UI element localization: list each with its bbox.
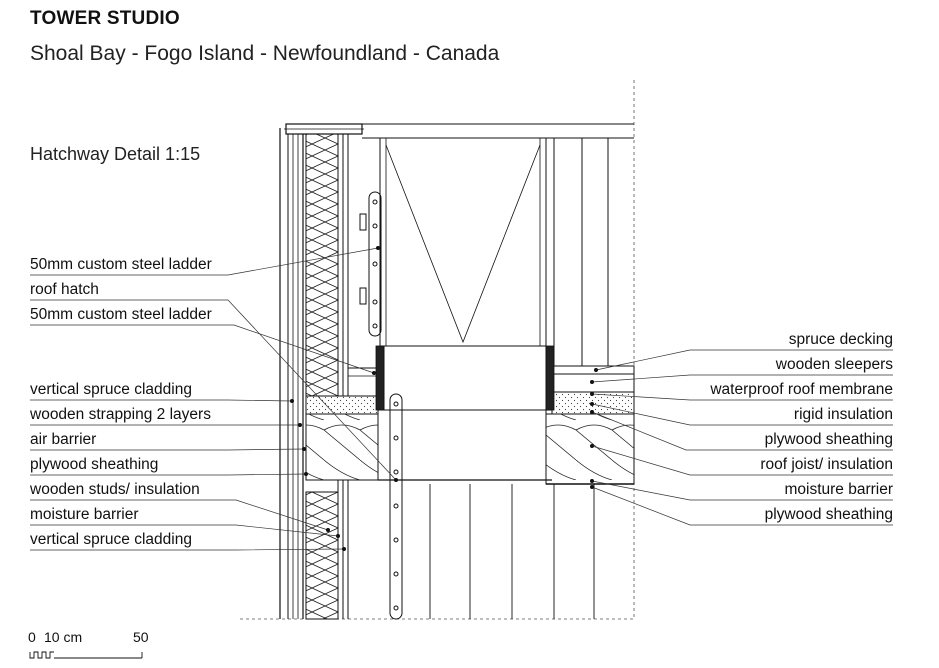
label-roof-joist: roof joist/ insulation: [760, 456, 893, 473]
leader-lines-right: [591, 349, 893, 526]
dashed-boundaries: [240, 80, 635, 620]
scale-zero: 0: [28, 629, 36, 645]
leader-dots-right: [590, 368, 598, 489]
label-plywood-sheathing-left: plywood sheathing: [30, 456, 159, 473]
label-rigid-insulation: rigid insulation: [793, 406, 893, 423]
lower-boards: [429, 484, 595, 619]
label-moisture-barrier-left: moisture barrier: [30, 506, 139, 523]
left-roof-assembly: [305, 367, 379, 481]
label-spruce-decking: spruce decking: [788, 331, 893, 348]
steel-ladder-upper: [359, 191, 382, 337]
right-roof-assembly: [545, 365, 635, 485]
roof-hatch: [375, 137, 555, 484]
drawing-title: TOWER STUDIO: [30, 8, 180, 29]
label-wooden-sleepers: wooden sleepers: [775, 356, 893, 373]
label-plywood-sheathing-right-2: plywood sheathing: [764, 506, 893, 523]
scale-fifty: 50: [133, 629, 149, 645]
label-vertical-spruce-cladding-1: vertical spruce cladding: [30, 381, 192, 398]
steel-ladder-lower: [389, 393, 403, 620]
label-plywood-sheathing-right-1: plywood sheathing: [764, 431, 893, 448]
leader-dots-left: [290, 246, 398, 551]
label-steel-ladder-2: 50mm custom steel ladder: [30, 306, 212, 323]
label-steel-ladder-1: 50mm custom steel ladder: [30, 256, 212, 273]
upper-structure: [362, 123, 634, 366]
scale-ten: 10 cm: [44, 629, 83, 645]
label-waterproof-membrane: waterproof roof membrane: [710, 381, 893, 398]
label-wooden-studs: wooden studs/ insulation: [30, 481, 200, 498]
label-moisture-barrier-right: moisture barrier: [784, 481, 893, 498]
detail-title: Hatchway Detail 1:15: [30, 144, 201, 164]
scale-bar: [29, 651, 143, 659]
label-roof-hatch: roof hatch: [30, 281, 99, 298]
label-wooden-strapping: wooden strapping 2 layers: [30, 406, 211, 423]
label-vertical-spruce-cladding-2: vertical spruce cladding: [30, 531, 192, 548]
leader-lines-left: [30, 247, 397, 551]
drawing-subtitle: Shoal Bay - Fogo Island - Newfoundland -…: [30, 42, 500, 65]
left-wall-assembly: [279, 123, 364, 620]
label-air-barrier: air barrier: [30, 431, 97, 448]
